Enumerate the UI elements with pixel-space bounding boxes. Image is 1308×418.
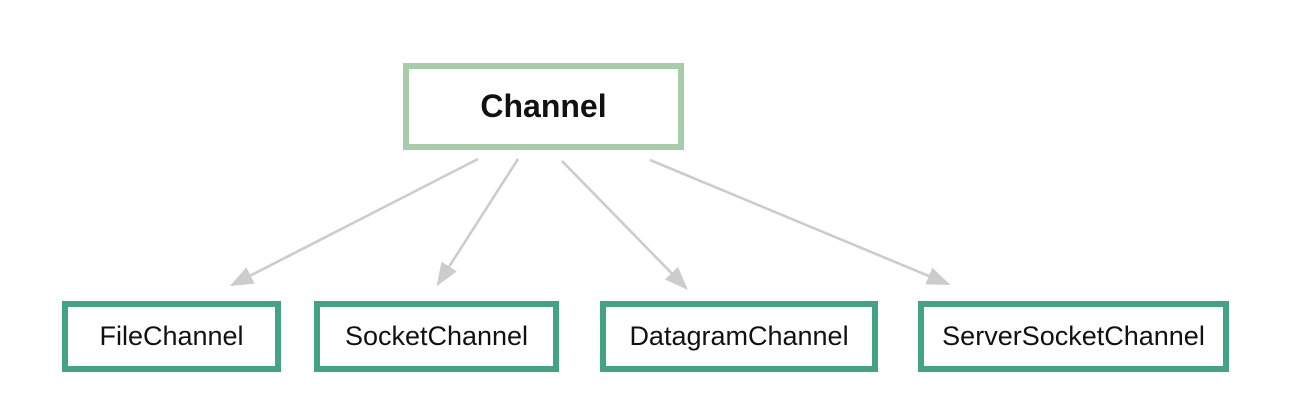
node-serversocketchannel: ServerSocketChannel <box>918 301 1229 372</box>
node-socketchannel-label: SocketChannel <box>344 321 529 351</box>
arrow-channel-to-serversocketchannel <box>649 158 951 286</box>
arrow-channel-to-datagramchannel <box>561 160 688 290</box>
node-serversocketchannel-label: ServerSocketChannel <box>942 321 1205 351</box>
node-datagramchannel-label: DatagramChannel <box>629 321 849 351</box>
node-filechannel: FileChannel <box>62 301 281 372</box>
node-channel: Channel <box>403 63 684 150</box>
node-filechannel-label: FileChannel <box>99 321 244 351</box>
node-socketchannel: SocketChannel <box>314 301 559 372</box>
arrow-channel-to-socketchannel <box>436 158 520 287</box>
node-channel-label: Channel <box>480 88 607 124</box>
node-datagramchannel: DatagramChannel <box>600 301 878 372</box>
arrow-channel-to-filechannel <box>229 157 479 287</box>
